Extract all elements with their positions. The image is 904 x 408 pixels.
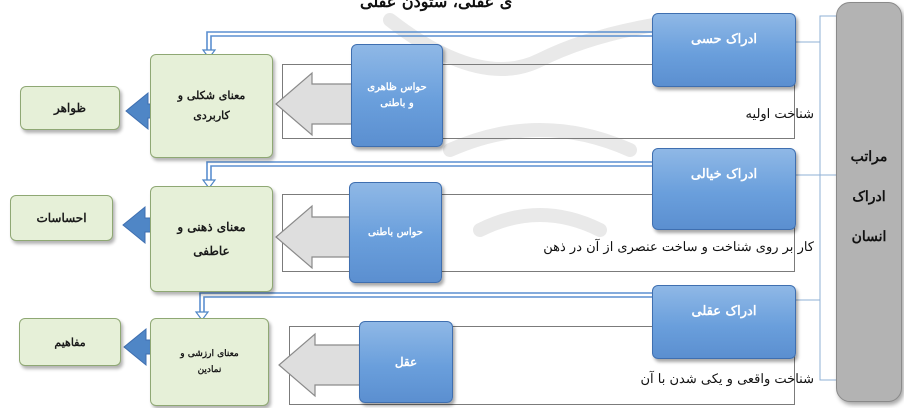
row3-description: شناخت واقعی و یکی شدن با آن [640,372,815,387]
perception-imaginative-box: ادراک خیالی [652,148,796,230]
levels-line-1: مراتب [850,149,888,165]
row2-description: کار بر روی شناخت و ساخت عنصری از آن در ذ… [543,240,814,255]
perception-sensory-label: ادراک حسی [691,32,757,47]
perception-imaginative-label: ادراک خیالی [690,167,758,182]
meaning-mental-box: معنای ذهنی و عاطفی [150,186,273,292]
outcome-appearances-box: ظواهر [20,86,120,130]
perception-intellectual-label: ادراک عقلی [691,304,757,319]
meaning-mental-label: معنای ذهنی و عاطفی [177,220,246,258]
faculty-senses-label: حواس ظاهری و باطنی [367,81,427,109]
outcome-appearances-label: ظواهر [53,101,87,115]
faculty-intellect-label: عقل [394,355,418,369]
faculty-intellect-box: عقل [359,321,453,403]
outcome-feelings-label: احساسات [36,211,87,225]
perception-intellectual-box: ادراک عقلی [652,285,796,359]
levels-line-3: انسان [851,229,887,245]
meaning-symbolic-label: معنای ارزشی و نمادین [180,349,239,375]
meaning-formal-box: معنای شکلی و کاربردی [150,54,273,158]
levels-box: مراتب ادراک انسان [836,2,902,402]
levels-line-2: ادراک [852,189,886,205]
faculty-senses-box: حواس ظاهری و باطنی [351,44,443,147]
perception-sensory-box: ادراک حسی [652,13,796,87]
faculty-inner-senses-label: حواس باطنی [368,227,423,238]
row1-description: شناخت اولیه [745,107,814,122]
meaning-formal-label: معنای شکلی و کاربردی [177,89,246,122]
outcome-concepts-label: مفاهیم [54,335,86,349]
faculty-inner-senses-box: حواس باطنی [349,182,442,283]
top-caption: ی عقلی، ستودن عقلی [360,0,513,11]
outcome-concepts-box: مفاهیم [19,318,121,366]
outcome-feelings-box: احساسات [10,195,113,241]
meaning-symbolic-box: معنای ارزشی و نمادین [150,318,269,406]
